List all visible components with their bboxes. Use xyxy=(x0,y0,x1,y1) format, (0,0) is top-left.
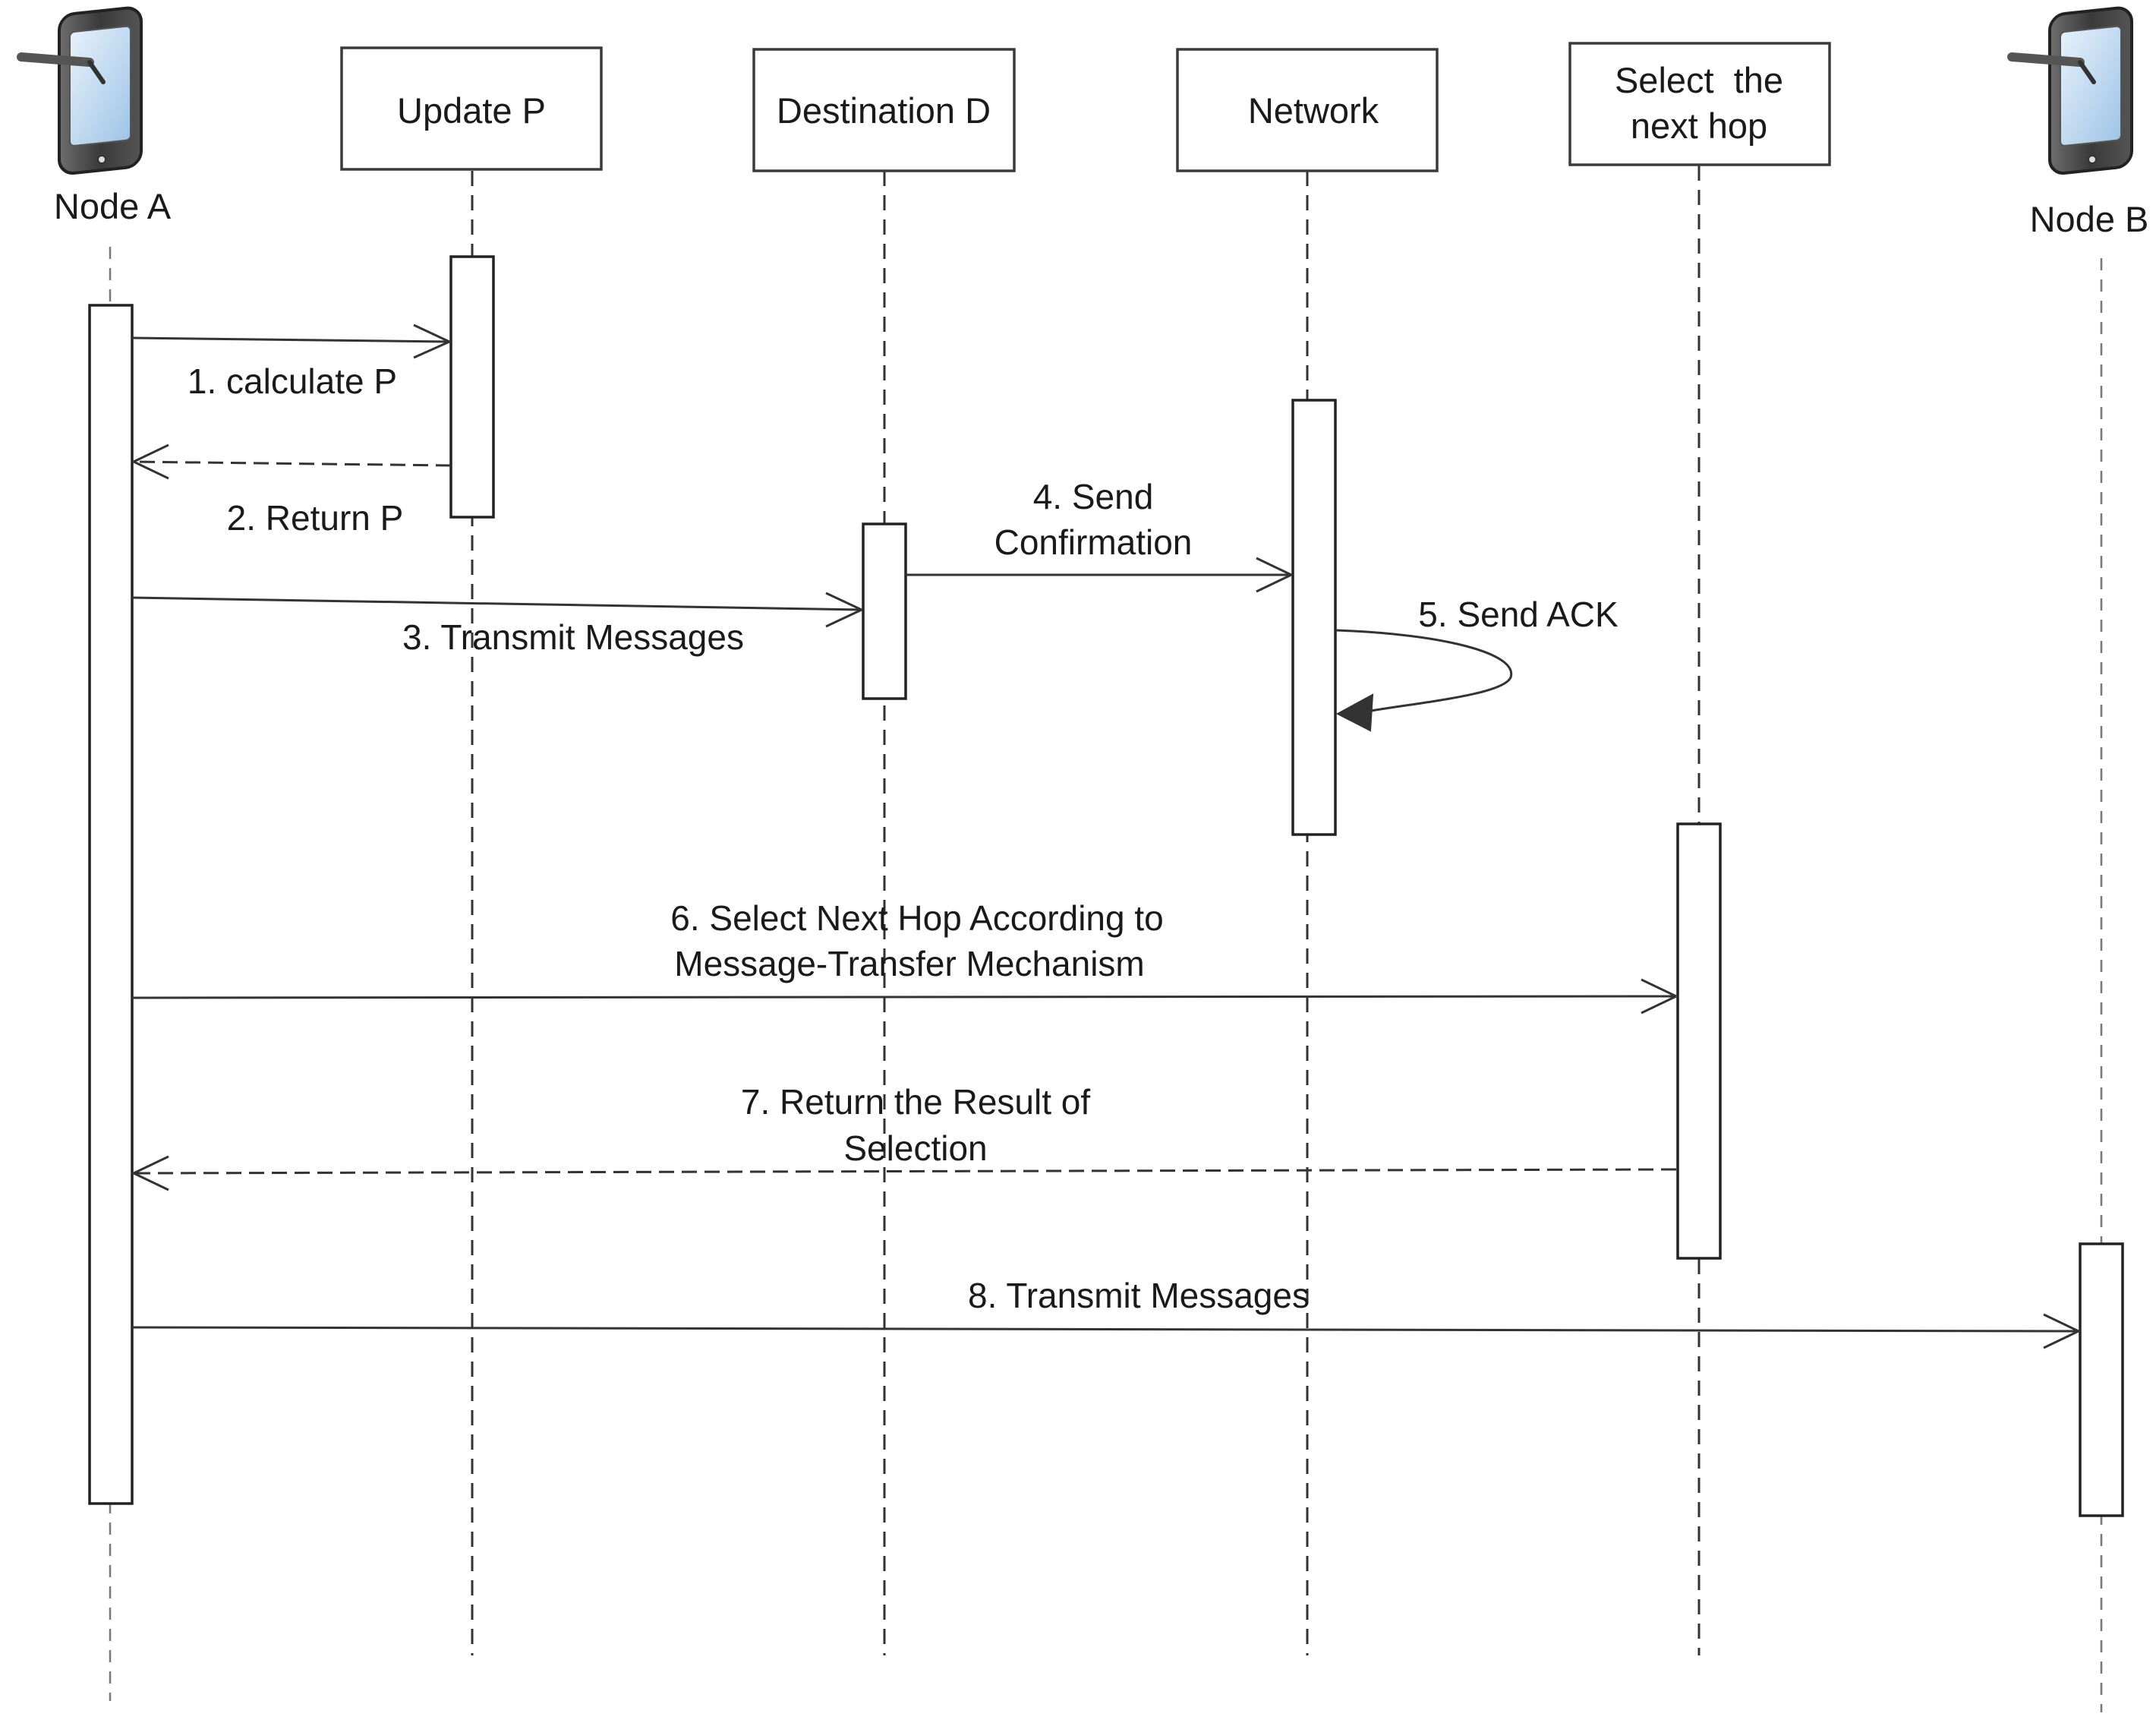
participant-update-p-label: Update P xyxy=(397,90,546,131)
message-7-arrow xyxy=(131,1155,1677,1191)
message-4-arrow xyxy=(906,557,1294,593)
message-4-label-line1: 4. Send xyxy=(1033,477,1154,516)
message-5-label: 5. Send ACK xyxy=(1418,595,1619,634)
activation-node-a xyxy=(88,304,134,1505)
tablet-stylus-icon xyxy=(17,6,143,175)
message-8-label: 8. Transmit Messages xyxy=(968,1276,1310,1315)
message-6-arrow xyxy=(131,978,1679,1015)
message-5-arrow xyxy=(1335,629,1513,732)
participant-destination-d[interactable]: Destination D xyxy=(752,48,1016,172)
participant-select-hop-label-line2: next hop xyxy=(1631,106,1767,146)
message-6-label-line2: Message-Transfer Mechanism xyxy=(674,944,1145,983)
message-7-label-line1: 7. Return the Result of xyxy=(741,1082,1090,1122)
message-2-label: 2. Return P xyxy=(227,498,404,538)
message-1-label: 1. calculate P xyxy=(188,361,397,401)
tablet-stylus-icon xyxy=(2007,6,2133,175)
activation-network xyxy=(1291,399,1337,836)
participant-update-p[interactable]: Update P xyxy=(340,46,603,171)
message-8-arrow xyxy=(131,1313,2082,1349)
participant-destination-d-label: Destination D xyxy=(777,90,991,131)
message-3-arrow xyxy=(131,592,865,628)
message-4-label-line2: Confirmation xyxy=(994,522,1193,562)
participant-select-hop[interactable]: Select the next hop xyxy=(1568,42,1831,166)
message-6-label-line1: 6. Select Next Hop According to xyxy=(670,898,1163,938)
message-2-arrow xyxy=(131,443,452,480)
activation-select-hop xyxy=(1676,822,1722,1260)
participant-network[interactable]: Network xyxy=(1176,48,1439,172)
message-7-label-line2: Selection xyxy=(843,1128,987,1168)
participant-select-hop-label-line1: Select the xyxy=(1615,60,1783,100)
activation-destination-d xyxy=(862,522,907,700)
activation-update-p xyxy=(449,255,495,519)
message-1-arrow xyxy=(131,323,452,359)
activation-node-b xyxy=(2079,1242,2124,1517)
participant-node-a-label: Node A xyxy=(54,186,172,226)
participant-node-b-label: Node B xyxy=(2030,199,2149,239)
participant-network-label: Network xyxy=(1248,90,1379,131)
message-3-label: 3. Transmit Messages xyxy=(402,617,744,657)
